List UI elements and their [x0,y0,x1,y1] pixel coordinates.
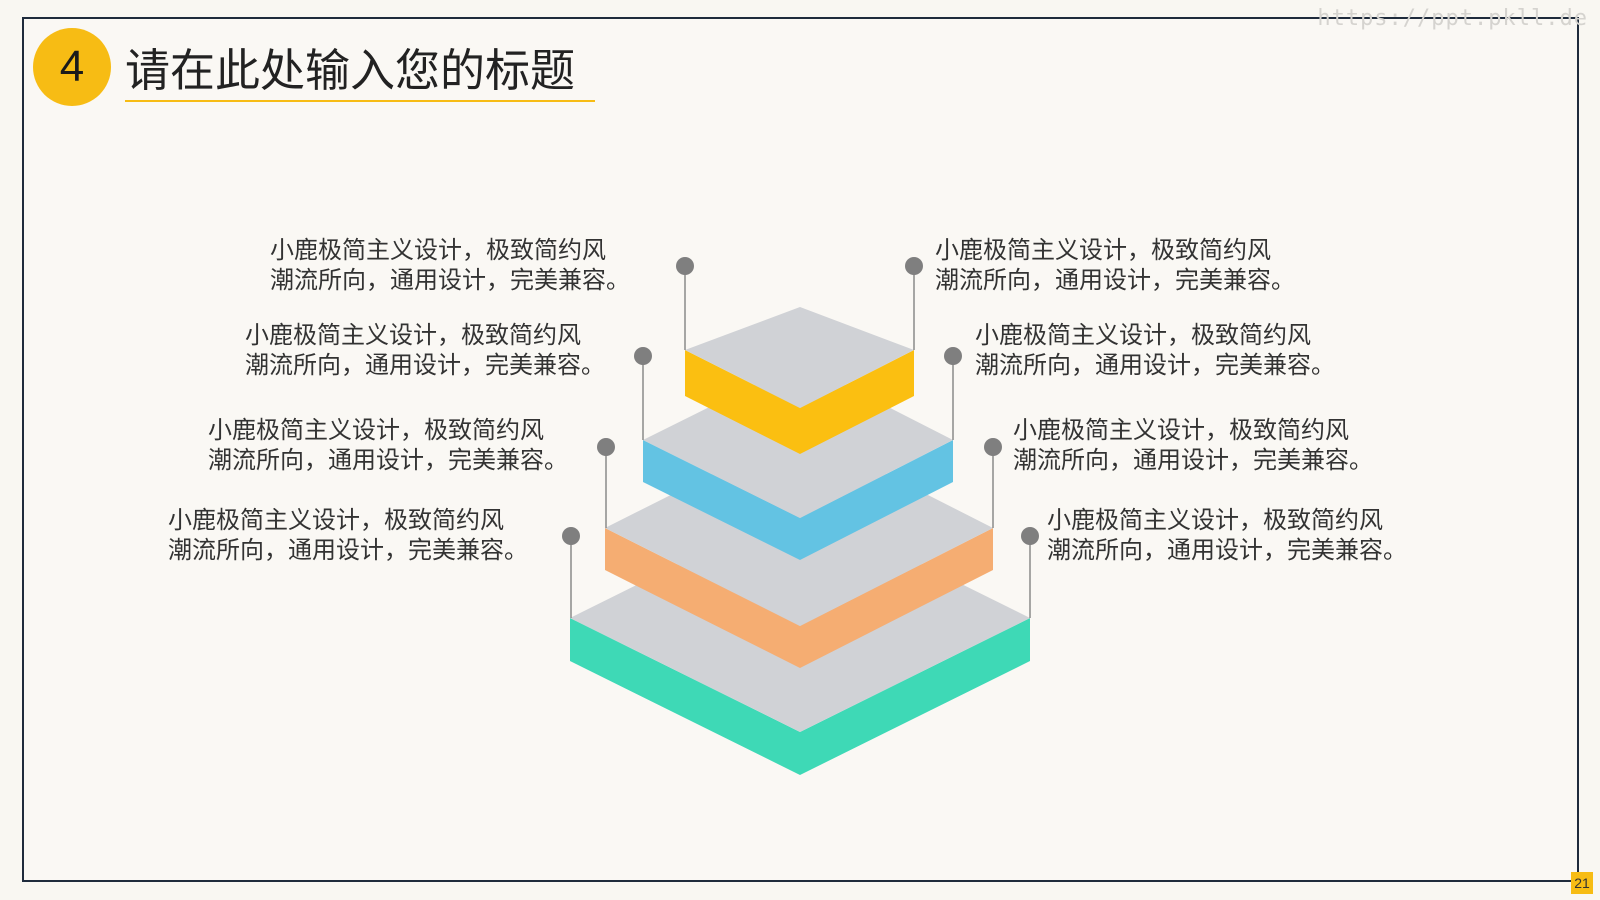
left-label-4: 小鹿极简主义设计，极致简约风 潮流所向，通用设计，完美兼容。 [168,505,528,565]
title-underline [125,100,595,102]
right-label-3-line2: 潮流所向，通用设计，完美兼容。 [1013,446,1373,474]
right-label-2-line1: 小鹿极简主义设计，极致简约风 [975,321,1311,349]
right-label-3-line1: 小鹿极简主义设计，极致简约风 [1013,416,1349,444]
right-label-1: 小鹿极简主义设计，极致简约风 潮流所向，通用设计，完美兼容。 [935,235,1295,295]
page-title[interactable]: 请在此处输入您的标题 [125,44,576,97]
left-label-4-line1: 小鹿极简主义设计，极致简约风 [168,506,504,534]
left-connectors [570,266,686,618]
left-label-2-line2: 潮流所向，通用设计，完美兼容。 [245,351,605,379]
right-label-1-line1: 小鹿极简主义设计，极致简约风 [935,236,1271,264]
right-label-2-line2: 潮流所向，通用设计，完美兼容。 [975,351,1335,379]
right-label-2: 小鹿极简主义设计，极致简约风 潮流所向，通用设计，完美兼容。 [975,320,1335,380]
left-label-1-line2: 潮流所向，通用设计，完美兼容。 [270,266,630,294]
right-label-4-line2: 潮流所向，通用设计，完美兼容。 [1047,536,1407,564]
left-label-2: 小鹿极简主义设计，极致简约风 潮流所向，通用设计，完美兼容。 [245,320,605,380]
right-label-1-line2: 潮流所向，通用设计，完美兼容。 [935,266,1295,294]
left-label-2-line1: 小鹿极简主义设计，极致简约风 [245,321,581,349]
right-label-4-line1: 小鹿极简主义设计，极致简约风 [1047,506,1383,534]
watermark-text: https://ppt.pkll.de [1317,6,1588,31]
pyramid-layer-1 [685,307,914,454]
left-label-1-line1: 小鹿极简主义设计，极致简约风 [270,236,606,264]
right-connector-dots [905,257,1039,545]
left-label-4-line2: 潮流所向，通用设计，完美兼容。 [168,536,528,564]
right-connectors [913,266,1031,618]
left-label-3-line1: 小鹿极简主义设计，极致简约风 [208,416,544,444]
title-number-badge: 4 [33,28,111,106]
left-connector-dots [562,257,694,545]
page-number-badge: 21 [1571,872,1593,894]
left-label-1: 小鹿极简主义设计，极致简约风 潮流所向，通用设计，完美兼容。 [270,235,630,295]
left-label-3-line2: 潮流所向，通用设计，完美兼容。 [208,446,568,474]
right-label-4: 小鹿极简主义设计，极致简约风 潮流所向，通用设计，完美兼容。 [1047,505,1407,565]
left-label-3: 小鹿极简主义设计，极致简约风 潮流所向，通用设计，完美兼容。 [208,415,568,475]
right-label-3: 小鹿极简主义设计，极致简约风 潮流所向，通用设计，完美兼容。 [1013,415,1373,475]
